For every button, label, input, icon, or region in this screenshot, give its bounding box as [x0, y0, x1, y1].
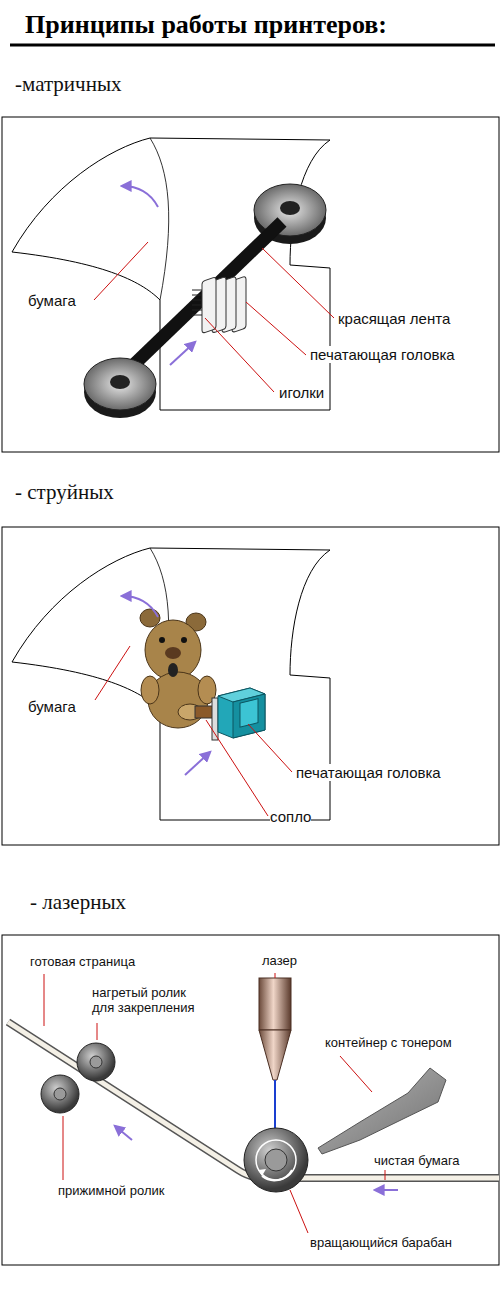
panel-frame [2, 527, 499, 845]
laser-illustration [8, 973, 499, 1233]
part-label: сопло [270, 808, 311, 825]
part-label: бумага [28, 698, 76, 715]
page-title: Принципы работы принтеров: [25, 10, 387, 40]
part-label: иголки [279, 384, 324, 401]
title-rule [10, 44, 495, 47]
panel-frame [2, 935, 499, 1265]
part-label: вращающийся барабан [310, 1236, 452, 1251]
part-label: прижимной ролик [58, 1184, 164, 1199]
part-label: красящая лента [338, 310, 450, 327]
part-label: бумага [28, 292, 76, 309]
dot-matrix-illustration [12, 138, 334, 418]
section-heading: - лазерных [30, 890, 126, 914]
part-label: печатающая головка [310, 346, 455, 363]
part-label: чистая бумага [374, 1154, 460, 1169]
section-heading: - струйных [15, 480, 114, 504]
part-label: лазер [262, 954, 297, 969]
panel-frame [2, 117, 499, 452]
section-heading: -матричных [15, 72, 122, 96]
part-label: готовая страница [30, 955, 135, 970]
part-label: нагретый ролик для закрепления [92, 986, 210, 1016]
part-label: печатающая головка [296, 764, 441, 781]
inkjet-illustration [12, 548, 330, 820]
part-label: контейнер с тонером [325, 1036, 452, 1051]
